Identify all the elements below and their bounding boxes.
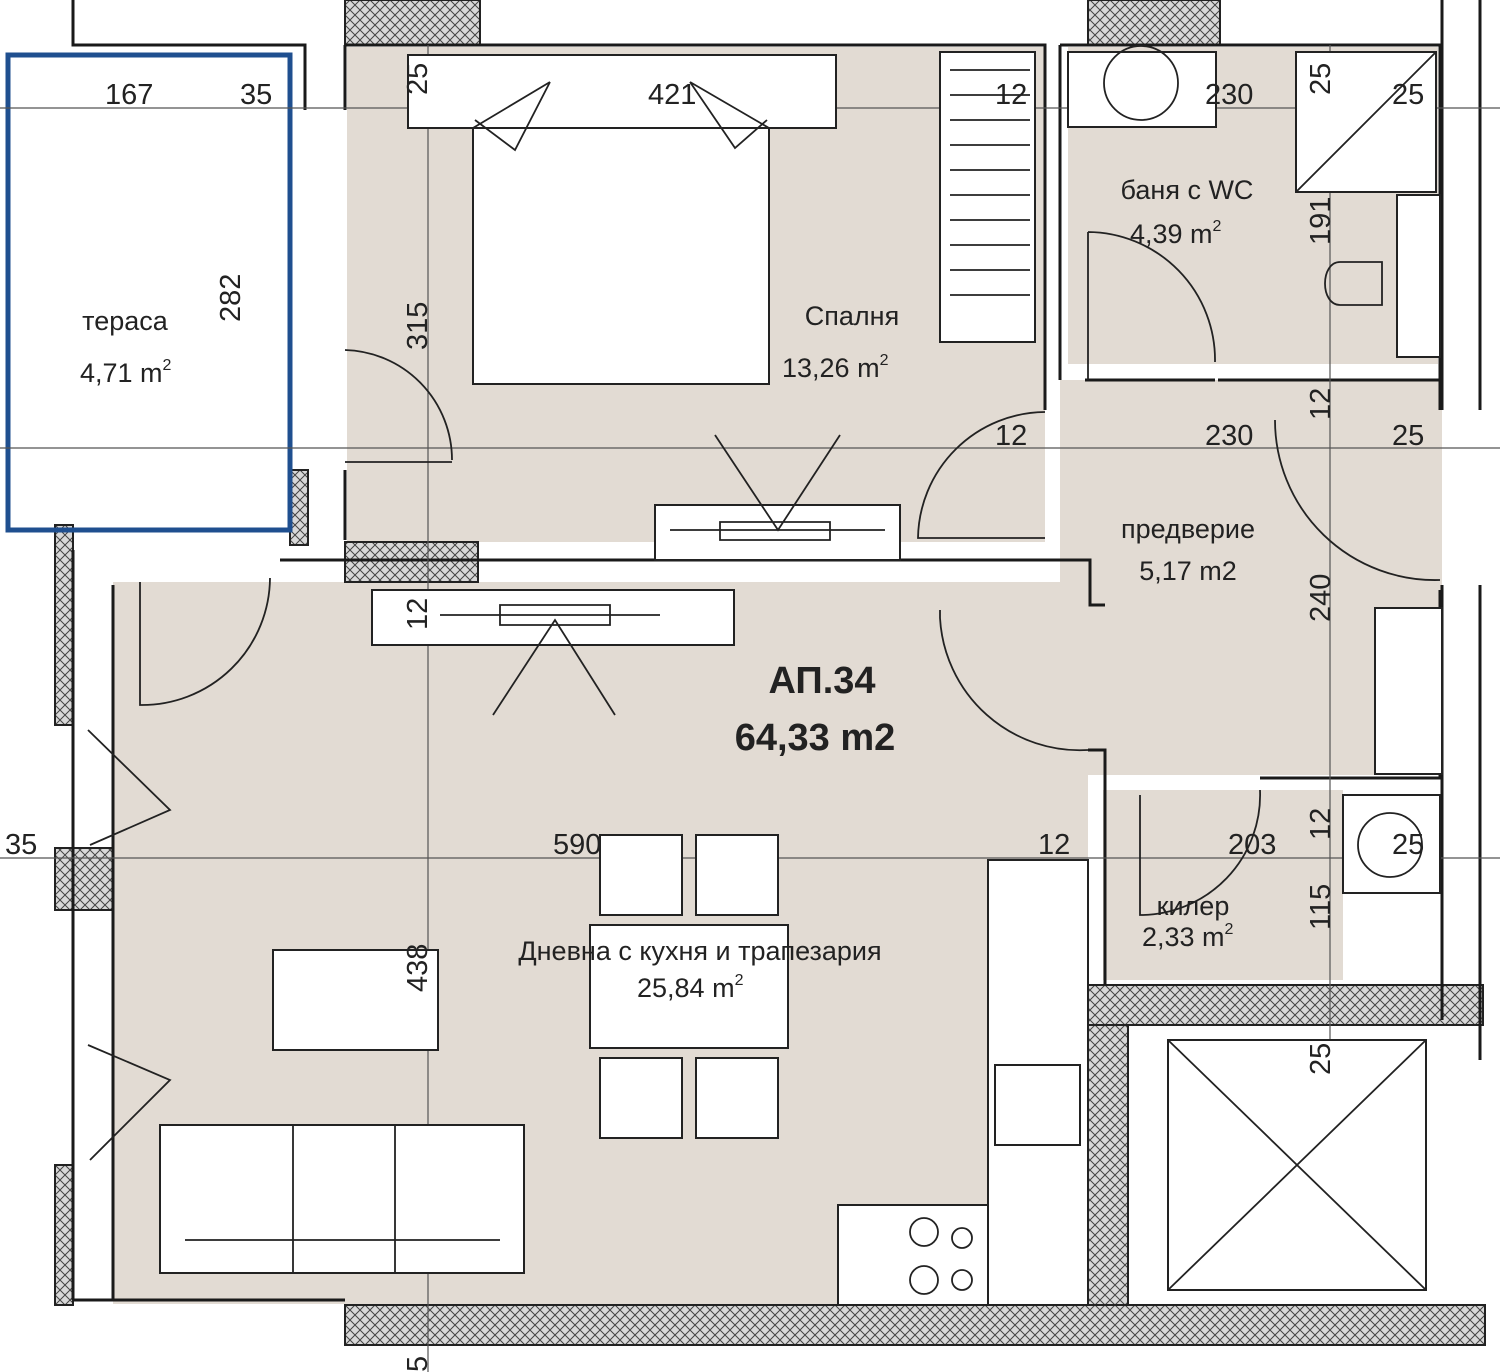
dim-hall-partition: 12 xyxy=(1305,388,1337,420)
wall-bottom xyxy=(344,1304,1486,1346)
dim-bedroom-depth: 315 xyxy=(402,302,434,350)
hallway-name: предверие xyxy=(1121,514,1255,544)
dim-bedroom-width: 421 xyxy=(648,79,696,111)
bathroom-door xyxy=(1087,231,1216,380)
chair-1 xyxy=(599,834,683,916)
dim-pantry-depth: 115 xyxy=(1305,884,1337,930)
bathroom-area: 4,39 m2 xyxy=(1130,218,1222,249)
bedroom-area: 13,26 m2 xyxy=(782,352,889,383)
dim-pantry-width: 203 xyxy=(1228,829,1276,861)
wall-shaft-top xyxy=(1087,984,1484,1026)
dim-terrace-wall: 35 xyxy=(240,79,272,111)
window-left-lower xyxy=(87,1044,172,1161)
bathroom-name: баня с WC xyxy=(1121,175,1254,205)
wall-top-left-column xyxy=(344,0,481,46)
living-tv-unit xyxy=(371,589,735,646)
pantry-name: килер xyxy=(1157,891,1230,921)
outer-right xyxy=(1440,0,1482,1060)
terrace-name: тераса xyxy=(82,306,169,336)
living-area: 25,84 m2 xyxy=(637,972,744,1003)
dining-table xyxy=(589,924,789,1049)
sofa xyxy=(159,1124,525,1274)
bedroom-door xyxy=(344,349,453,463)
bathroom-sink xyxy=(1067,51,1217,128)
bedroom-walls xyxy=(343,43,1047,540)
bedroom-name: Спалня xyxy=(805,301,899,331)
chair-4 xyxy=(695,1057,779,1139)
doors xyxy=(87,231,1441,1161)
coffee-table xyxy=(272,949,439,1051)
dim-bath-wall-top: 25 xyxy=(1305,63,1337,95)
bedroom-hall-door xyxy=(917,411,1046,539)
terrace-outline xyxy=(5,52,293,533)
dim-bedroom-wardrobe: 12 xyxy=(995,79,1027,111)
dim-bath-width: 230 xyxy=(1205,79,1253,111)
dim-hall-width: 230 xyxy=(1205,420,1253,452)
wall-facade-pier xyxy=(54,847,114,911)
pantry-door xyxy=(1139,789,1261,916)
entrance-door xyxy=(1274,419,1441,581)
wall-bedroom-bottom-column xyxy=(344,541,479,583)
dim-pantry-wall-right: 25 xyxy=(1392,829,1424,861)
terrace-area: 4,71 m2 xyxy=(80,357,172,388)
dim-terrace-width: 167 xyxy=(105,79,153,111)
wardrobe xyxy=(939,51,1036,343)
dim-living-partition-right: 12 xyxy=(1038,829,1070,861)
wall-terrace-column xyxy=(289,469,309,546)
chair-2 xyxy=(695,834,779,916)
dim-pantry-partition: 12 xyxy=(1305,808,1337,840)
apartment-area: 64,33 m2 xyxy=(735,717,896,759)
bath-walls xyxy=(1058,43,1442,410)
dim-living-partition-top: 12 xyxy=(402,598,434,630)
window-left-upper xyxy=(87,729,172,846)
pantry-floor xyxy=(1103,790,1343,980)
pantry-area: 2,33 m2 xyxy=(1142,921,1234,952)
bed-headboard xyxy=(407,54,837,129)
furniture-details xyxy=(185,45,1437,1295)
wall-left-lower xyxy=(54,1164,74,1306)
dim-terrace-depth: 282 xyxy=(215,274,247,322)
dim-hall-wall-right: 25 xyxy=(1392,420,1424,452)
wall-shaft-left xyxy=(1087,1024,1129,1306)
dim-bath-depth: 191 xyxy=(1305,197,1337,245)
hallway-area: 5,17 m2 xyxy=(1139,556,1237,586)
dimension-labels: 167 35 282 25 421 12 315 230 25 25 191 1… xyxy=(5,63,1424,1372)
dim-bedroom-wall-top: 25 xyxy=(402,63,434,95)
outer-left-wall xyxy=(71,550,345,1302)
chair-3 xyxy=(599,1057,683,1139)
dim-bottom-wall: 5 xyxy=(402,1356,434,1372)
terrace-door xyxy=(139,577,271,706)
hall-wardrobe xyxy=(1374,607,1443,775)
living-name: Дневна с кухня и трапезария xyxy=(518,936,881,966)
dim-bath-wall-right: 25 xyxy=(1392,79,1424,111)
toilet-unit xyxy=(1396,194,1441,358)
outer-top-left xyxy=(71,0,307,110)
dim-hall-depth: 240 xyxy=(1305,574,1337,622)
bed xyxy=(472,127,770,385)
dim-hall-wall-left: 12 xyxy=(995,420,1027,452)
apartment-label: АП.34 xyxy=(768,660,875,702)
wall-left-upper xyxy=(54,524,74,726)
bedroom-tv-unit xyxy=(654,504,901,561)
dim-shaft-wall: 25 xyxy=(1305,1043,1337,1075)
dim-living-width: 590 xyxy=(553,829,601,861)
dim-living-depth: 438 xyxy=(402,944,434,992)
sink-unit xyxy=(994,1064,1081,1146)
living-hall-door xyxy=(939,610,1089,752)
labels: АП.34 64,33 m2 тераса 4,71 m2 Спалня 13,… xyxy=(80,175,1255,1003)
wall-top-right-column xyxy=(1087,0,1221,46)
dim-facade-wall-left: 35 xyxy=(5,829,37,861)
